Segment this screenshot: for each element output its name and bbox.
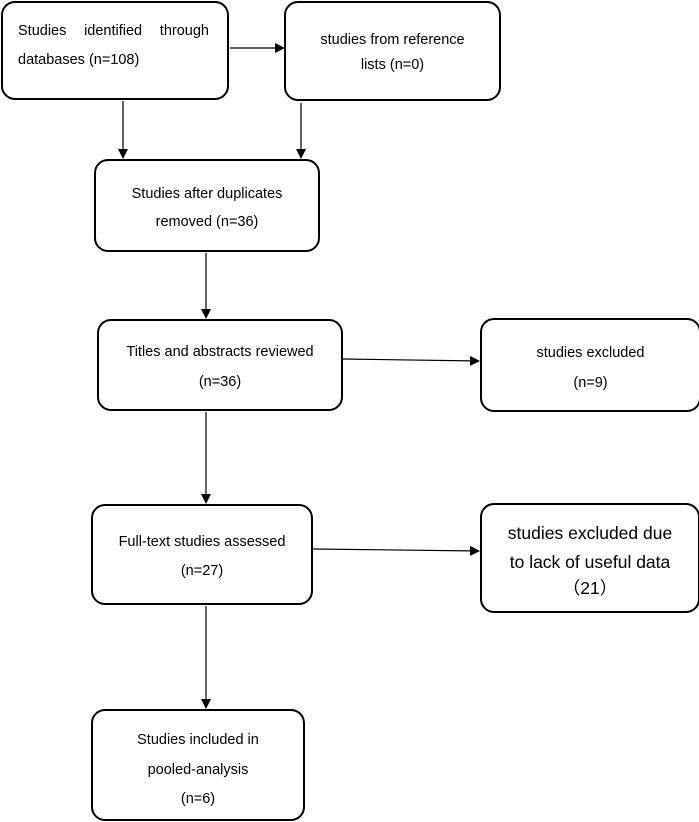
excluded-fulltext-line1: studies excluded due bbox=[507, 523, 673, 543]
included-line3: (n=6) bbox=[180, 791, 216, 807]
identified-word-2: identified bbox=[84, 23, 143, 39]
identified-word-1: Studies bbox=[18, 23, 67, 39]
references-line2: lists (n=0) bbox=[360, 57, 425, 73]
duplicates-line1: Studies after duplicates bbox=[131, 186, 283, 202]
fulltext-line1: Full-text studies assessed bbox=[118, 534, 286, 550]
arrow-fulltext-to-excluded bbox=[312, 545, 480, 556]
box-duplicates-removed: Studies after duplicates removed (n=36) bbox=[94, 159, 320, 252]
box-excluded-lack-of-data: studies excluded due to lack of useful d… bbox=[480, 503, 699, 613]
excluded-screen-line1: studies excluded bbox=[536, 345, 645, 361]
box-full-text-assessed: Full-text studies assessed (n=27) bbox=[91, 504, 313, 605]
box-studies-identified: Studies identified through databases (n=… bbox=[1, 1, 229, 100]
box-studies-excluded: studies excluded (n=9) bbox=[480, 318, 699, 412]
box-reference-lists: studies from reference lists (n=0) bbox=[284, 1, 501, 101]
screened-line2: (n=36) bbox=[198, 374, 242, 390]
references-line1: studies from reference bbox=[320, 32, 465, 48]
excluded-fulltext-line3: （21） bbox=[562, 578, 618, 598]
excluded-fulltext-line2: to lack of useful data bbox=[509, 552, 671, 572]
screened-line1: Titles and abstracts reviewed bbox=[126, 344, 314, 360]
identified-word-3: through bbox=[159, 23, 209, 39]
fulltext-line2: (n=27) bbox=[180, 563, 224, 579]
included-line2: pooled-analysis bbox=[147, 762, 249, 778]
arrow-screened-to-excluded bbox=[342, 355, 480, 366]
box-studies-included: Studies included in pooled-analysis (n=6… bbox=[91, 709, 305, 821]
included-line1: Studies included in bbox=[137, 732, 259, 748]
box-titles-abstracts-reviewed: Titles and abstracts reviewed (n=36) bbox=[97, 319, 343, 411]
excluded-screen-line2: (n=9) bbox=[573, 375, 608, 391]
identified-line1: Studies identified through bbox=[18, 22, 209, 40]
identified-line2: databases (n=108) bbox=[18, 52, 140, 68]
duplicates-line2: removed (n=36) bbox=[155, 214, 259, 230]
